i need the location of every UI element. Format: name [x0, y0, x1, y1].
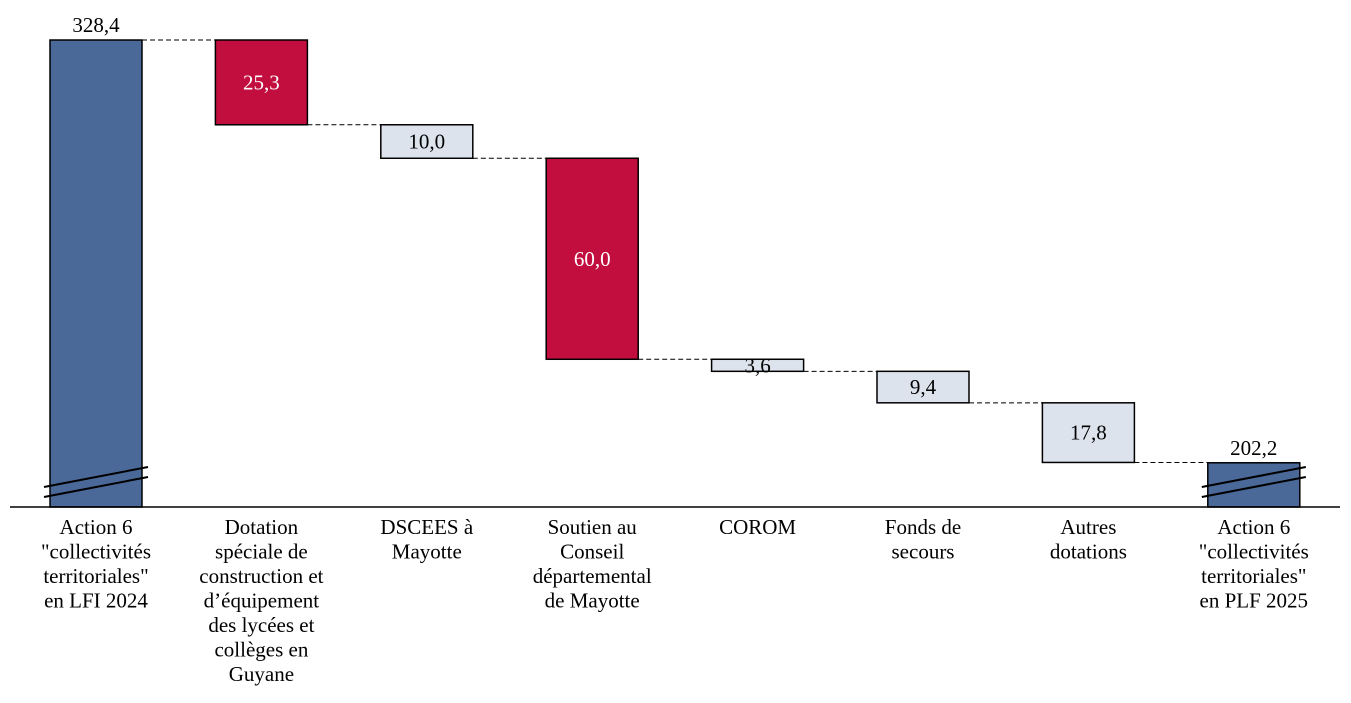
category-label: Soutien au	[548, 515, 638, 539]
data-label: 10,0	[408, 130, 445, 154]
category-label: "collectivités	[1199, 540, 1309, 564]
category-label: secours	[892, 540, 955, 564]
category-label: territoriales"	[43, 564, 148, 588]
category-label: construction et	[199, 564, 323, 588]
bar-7	[1207, 462, 1301, 508]
bar-6	[1041, 402, 1136, 464]
data-label: 202,2	[1230, 436, 1277, 460]
bar-2	[380, 124, 474, 160]
bar-3	[545, 157, 639, 361]
category-label: Action 6	[1217, 515, 1290, 539]
bar-1	[214, 39, 309, 126]
data-label: 9,4	[910, 375, 937, 399]
data-label: 3,6	[744, 353, 770, 377]
category-label: "collectivités	[41, 540, 151, 564]
axis-break-line	[1201, 466, 1306, 488]
category-label: Autres	[1060, 515, 1116, 539]
data-label: 25,3	[243, 70, 280, 94]
category-label: COROM	[719, 515, 796, 539]
category-label: Guyane	[229, 662, 294, 686]
category-label: collèges en	[214, 638, 308, 662]
bar-0	[49, 39, 143, 508]
category-label: des lycées et	[208, 613, 314, 637]
data-label: 17,8	[1070, 421, 1107, 445]
category-label: de Mayotte	[545, 589, 640, 613]
category-label: en LFI 2024	[44, 589, 148, 613]
category-label: spéciale de	[215, 540, 308, 564]
axis-break-line	[1201, 476, 1306, 498]
category-label: départemental	[533, 564, 652, 588]
category-label: Mayotte	[392, 540, 462, 564]
category-label: territoriales"	[1201, 564, 1306, 588]
category-label: d’équipement	[204, 589, 320, 613]
category-label: Dotation	[225, 515, 299, 539]
bar-4	[710, 358, 805, 373]
category-label: Fonds de	[885, 515, 961, 539]
data-label: 60,0	[574, 247, 611, 271]
data-label: 328,4	[72, 13, 120, 37]
category-label: en PLF 2025	[1200, 589, 1309, 613]
axis-break-line	[43, 476, 149, 498]
bar-5	[876, 370, 970, 404]
category-label: dotations	[1050, 540, 1127, 564]
category-label: Action 6	[60, 515, 133, 539]
category-label: Conseil	[560, 540, 624, 564]
category-label: DSCEES à	[380, 515, 473, 539]
axis-break-line	[43, 466, 149, 488]
